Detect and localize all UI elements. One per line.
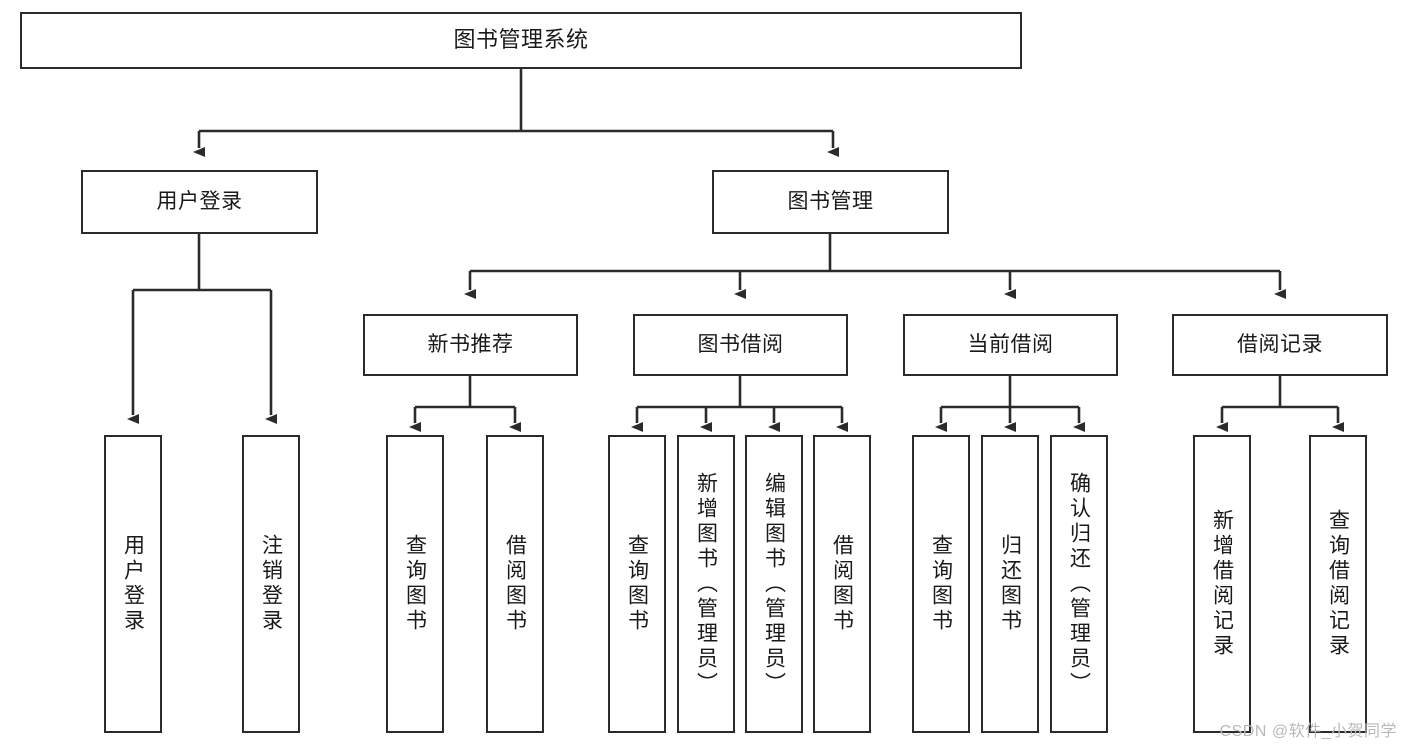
node-borrow-record-label: 借阅记录 <box>1237 333 1323 357</box>
leaf-user-login-label: 用户登录 <box>121 534 145 634</box>
leaf-edit-book-label: 编辑图书（管理员） <box>762 471 786 697</box>
leaf-add-book-label: 新增图书（管理员） <box>694 471 718 697</box>
leaf-borrow-book-1[interactable]: 借阅图书 <box>486 435 544 733</box>
node-current-borrow[interactable]: 当前借阅 <box>903 314 1118 376</box>
leaf-query-record-label: 查询借阅记录 <box>1326 509 1350 659</box>
leaf-add-record[interactable]: 新增借阅记录 <box>1193 435 1251 733</box>
node-current-borrow-label: 当前借阅 <box>967 333 1054 357</box>
node-new-book-recommend[interactable]: 新书推荐 <box>363 314 578 376</box>
node-root-label: 图书管理系统 <box>453 27 589 53</box>
node-user-login[interactable]: 用户登录 <box>81 170 318 234</box>
node-book-borrow[interactable]: 图书借阅 <box>633 314 848 376</box>
leaf-borrow-book-2-label: 借阅图书 <box>830 534 854 634</box>
leaf-user-login[interactable]: 用户登录 <box>104 435 162 733</box>
leaf-confirm-return-label: 确认归还（管理员） <box>1067 471 1091 697</box>
leaf-borrow-book-1-label: 借阅图书 <box>503 534 527 634</box>
leaf-query-book-3[interactable]: 查询图书 <box>912 435 970 733</box>
leaf-query-book-3-label: 查询图书 <box>929 534 953 634</box>
node-root[interactable]: 图书管理系统 <box>20 12 1022 69</box>
leaf-query-record[interactable]: 查询借阅记录 <box>1309 435 1367 733</box>
leaf-logout-label: 注销登录 <box>259 534 283 634</box>
leaf-add-record-label: 新增借阅记录 <box>1210 509 1234 659</box>
leaf-return-book-label: 归还图书 <box>998 534 1022 634</box>
leaf-query-book-2[interactable]: 查询图书 <box>608 435 666 733</box>
leaf-borrow-book-2[interactable]: 借阅图书 <box>813 435 871 733</box>
node-new-book-recommend-label: 新书推荐 <box>427 333 514 357</box>
leaf-query-book-2-label: 查询图书 <box>625 534 649 634</box>
leaf-edit-book[interactable]: 编辑图书（管理员） <box>745 435 803 733</box>
leaf-logout[interactable]: 注销登录 <box>242 435 300 733</box>
leaf-confirm-return[interactable]: 确认归还（管理员） <box>1050 435 1108 733</box>
csdn-watermark: CSDN @软件_小贺同学 <box>1219 723 1397 740</box>
node-user-login-label: 用户登录 <box>156 190 243 214</box>
node-book-borrow-label: 图书借阅 <box>697 333 784 357</box>
leaf-query-book-1-label: 查询图书 <box>403 534 427 634</box>
node-book-manage-label: 图书管理 <box>787 190 874 214</box>
leaf-return-book[interactable]: 归还图书 <box>981 435 1039 733</box>
node-borrow-record[interactable]: 借阅记录 <box>1172 314 1388 376</box>
leaf-query-book-1[interactable]: 查询图书 <box>386 435 444 733</box>
node-book-manage[interactable]: 图书管理 <box>712 170 949 234</box>
leaf-add-book[interactable]: 新增图书（管理员） <box>677 435 735 733</box>
